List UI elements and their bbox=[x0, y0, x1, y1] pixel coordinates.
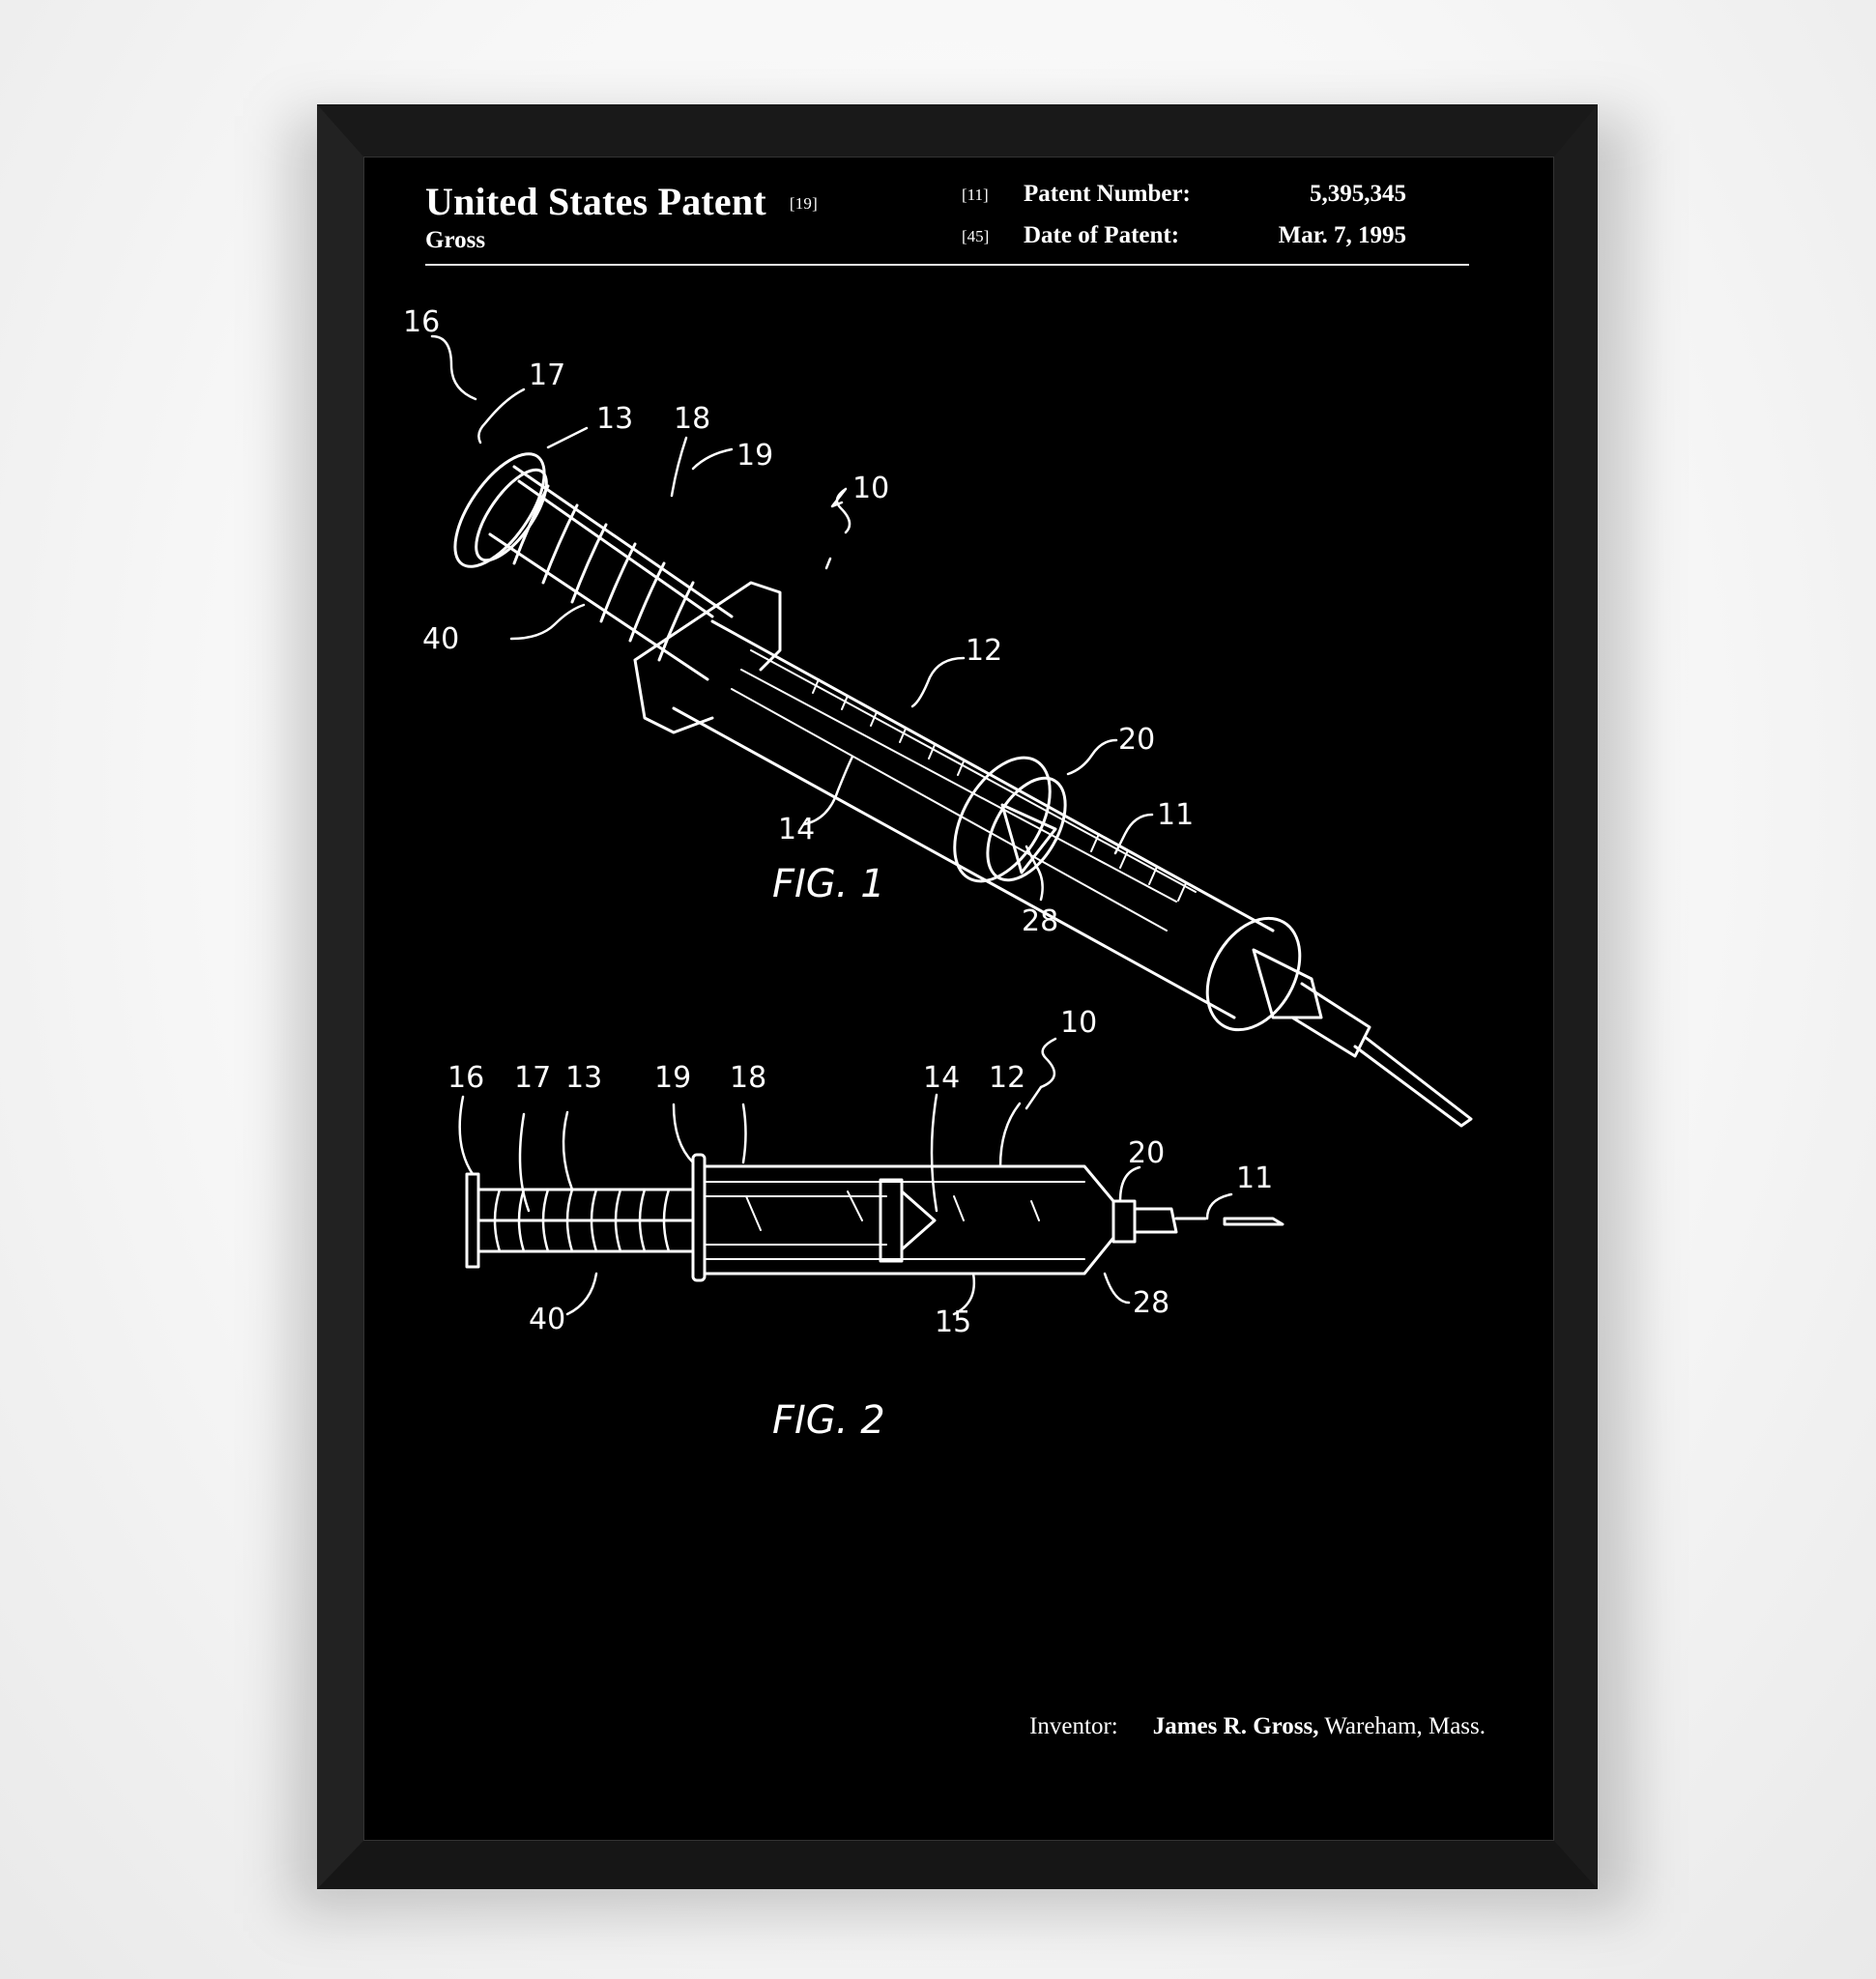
fig1-label: 10 bbox=[852, 472, 889, 505]
fig2-label: 19 bbox=[654, 1061, 691, 1095]
fig1-leader-lines bbox=[430, 334, 1154, 902]
fig2-label: 12 bbox=[989, 1061, 1025, 1095]
fig1-label: 20 bbox=[1118, 723, 1155, 757]
inventor-surname: Gross bbox=[425, 227, 486, 253]
fig2-label: 10 bbox=[1060, 1006, 1097, 1040]
fig2-plunger-flange bbox=[465, 1172, 480, 1269]
fig1-label: 16 bbox=[403, 305, 440, 339]
fig1-label: 17 bbox=[529, 359, 565, 392]
fig2-plunger-threads bbox=[493, 1188, 671, 1253]
fig1-needle bbox=[1353, 1035, 1473, 1128]
patent-drawings: 16 17 13 18 19 10 40 12 20 14 11 28 FIG.… bbox=[403, 305, 1473, 1443]
fig2-barrel-lines bbox=[704, 1181, 1085, 1260]
fig2-graduation-marks bbox=[745, 1190, 1040, 1231]
fig1-barrel-end bbox=[1205, 916, 1302, 1032]
fig1-barrel-lines bbox=[731, 649, 1197, 932]
fig2-caption: FIG. 2 bbox=[772, 1398, 885, 1443]
fig1-needle-hub bbox=[1252, 948, 1323, 1019]
frame-right-edge bbox=[1554, 104, 1598, 1889]
fig1-needle-base bbox=[1290, 982, 1371, 1058]
fig2-label: 18 bbox=[730, 1061, 766, 1095]
patent-title: United States Patent bbox=[425, 180, 766, 223]
fig2-reference-labels: 16 17 13 19 18 14 12 10 20 11 40 15 28 bbox=[447, 1006, 1273, 1339]
fig2-label: 20 bbox=[1128, 1136, 1165, 1170]
inventor-location: Wareham, Mass. bbox=[1324, 1713, 1486, 1739]
fig1-stopper-cone bbox=[1000, 803, 1057, 875]
picture-frame: United States Patent [19] Gross [11] Pate… bbox=[317, 104, 1598, 1889]
fig1-label: 12 bbox=[966, 634, 1002, 668]
fig1-label: 14 bbox=[778, 813, 815, 846]
fig1-stopper-ring bbox=[986, 776, 1067, 882]
fig2-stopper bbox=[879, 1178, 904, 1263]
fig1-caption: FIG. 1 bbox=[772, 862, 885, 906]
header-divider bbox=[425, 264, 1469, 266]
fig2-label: 11 bbox=[1236, 1162, 1273, 1195]
inventor-footer: Inventor: James R. Gross, Wareham, Mass. bbox=[925, 1713, 1486, 1740]
fig2-label: 28 bbox=[1133, 1286, 1169, 1320]
fig1-plunger-flange bbox=[453, 452, 546, 568]
frame-bottom-edge bbox=[317, 1841, 1598, 1889]
fig1-label: 19 bbox=[736, 439, 773, 473]
patent-print: United States Patent [19] Gross [11] Pate… bbox=[363, 157, 1554, 1841]
fig1-label: 13 bbox=[596, 402, 633, 436]
patent-header-title: United States Patent [19] bbox=[425, 179, 818, 224]
fig2-plunger-rod bbox=[476, 1188, 695, 1253]
fig1-label: 11 bbox=[1157, 798, 1194, 832]
fig2-label: 16 bbox=[447, 1061, 484, 1095]
fig1-stopper bbox=[953, 756, 1052, 883]
fig2-stopper-cone bbox=[900, 1190, 937, 1251]
fig1-plunger-threads bbox=[512, 484, 695, 662]
patent-number-value: 5,395,345 bbox=[1310, 181, 1406, 207]
fig1-finger-grip bbox=[633, 581, 782, 734]
fig2-leader-lines bbox=[458, 1037, 1233, 1316]
frame-top-edge bbox=[317, 104, 1598, 157]
fig2-needle-base bbox=[1133, 1207, 1178, 1234]
frame-left-edge bbox=[317, 104, 363, 1889]
fig1-graduation-marks bbox=[812, 678, 1187, 902]
fig2-label: 14 bbox=[923, 1061, 960, 1095]
patent-number-label: Patent Number: bbox=[1024, 181, 1191, 207]
fig2-label: 13 bbox=[565, 1061, 602, 1095]
patent-number-ref: [11] bbox=[962, 186, 989, 204]
fig1-label: 28 bbox=[1022, 904, 1058, 938]
title-ref: [19] bbox=[789, 194, 818, 213]
fig2-label: 40 bbox=[529, 1303, 565, 1336]
patent-date-ref: [45] bbox=[962, 227, 990, 245]
patent-date-value: Mar. 7, 1995 bbox=[1278, 222, 1406, 248]
fig2-finger-grip bbox=[691, 1153, 707, 1282]
fig1-barrel-outline bbox=[672, 619, 1275, 1019]
patent-date-label: Date of Patent: bbox=[1024, 222, 1180, 248]
fig1-flange-inner bbox=[475, 468, 548, 562]
fig2-syringe-drawing: 16 17 13 19 18 14 12 10 20 11 40 15 28 F… bbox=[447, 1006, 1284, 1443]
inventor-name: James R. Gross, bbox=[1152, 1713, 1319, 1739]
fig1-label: 40 bbox=[422, 622, 459, 656]
fig2-needle bbox=[1174, 1217, 1284, 1226]
fig1-plunger-rod bbox=[488, 465, 734, 681]
fig2-label: 15 bbox=[935, 1305, 971, 1339]
fig2-needle-hub bbox=[1111, 1199, 1137, 1244]
inventor-label: Inventor: bbox=[1029, 1713, 1118, 1739]
fig1-reference-labels: 16 17 13 18 19 10 40 12 20 14 11 28 bbox=[403, 305, 1194, 938]
fig1-label: 18 bbox=[674, 402, 710, 436]
fig1-syringe-drawing: 16 17 13 18 19 10 40 12 20 14 11 28 FIG.… bbox=[403, 305, 1473, 1128]
fig2-label: 17 bbox=[514, 1061, 551, 1095]
